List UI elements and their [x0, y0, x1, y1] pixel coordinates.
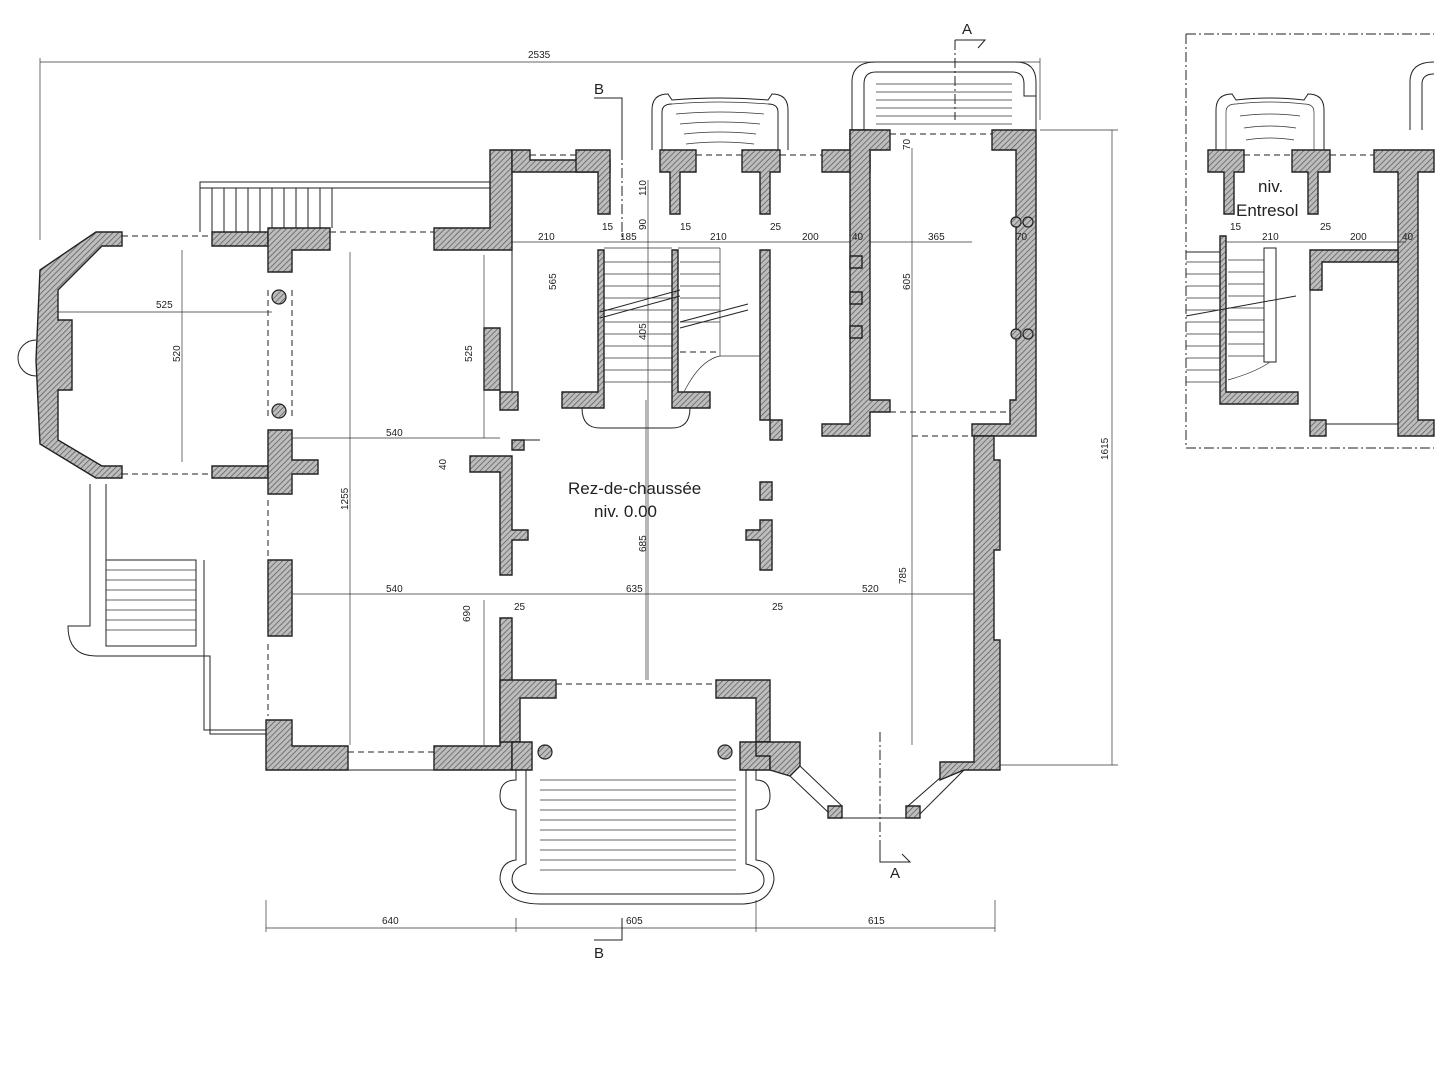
dim-overall-width: 2535	[528, 50, 551, 61]
dim-row-15a: 15	[602, 222, 614, 233]
dim-bottom-left: 640	[382, 916, 399, 927]
dim-ent-25: 25	[1320, 222, 1332, 233]
dim-top-90: 90	[638, 218, 649, 230]
dim-room-width-upper: 540	[386, 428, 403, 439]
dim-stair-405: 405	[638, 323, 649, 340]
dim-right-605: 605	[902, 273, 913, 290]
main-floor-title: Rez-de-chaussée	[568, 479, 701, 498]
section-b-bottom: B	[594, 945, 604, 962]
octagonal-room	[17, 231, 272, 479]
dim-ent-40: 40	[1402, 232, 1414, 243]
dim-hall-width: 635	[626, 584, 643, 595]
section-b-top: B	[594, 81, 604, 98]
main-floor-level: niv. 0.00	[594, 502, 657, 521]
dim-ent-15: 15	[1230, 222, 1242, 233]
section-a-top: A	[962, 21, 972, 38]
dim-row-210a: 210	[538, 232, 555, 243]
entresol-level: niv.	[1258, 177, 1283, 196]
dim-bottom-mid: 605	[626, 916, 643, 927]
dim-row-210b: 210	[710, 232, 727, 243]
dim-gap-25-a: 25	[514, 602, 526, 613]
entresol-title: Entresol	[1236, 201, 1298, 220]
dim-room-height: 1255	[340, 487, 351, 510]
dim-row-15b: 15	[680, 222, 692, 233]
dim-row-185: 185	[620, 232, 637, 243]
dim-row-200: 200	[802, 232, 819, 243]
dim-row-365: 365	[928, 232, 945, 243]
dim-bottom-right: 615	[868, 916, 885, 927]
dim-top-110: 110	[638, 180, 649, 196]
entresol-stair-treads	[1185, 259, 1297, 381]
dim-ent-210: 210	[1262, 232, 1279, 243]
dim-oct-height: 520	[172, 345, 183, 362]
dim-oct-width: 525	[156, 300, 173, 311]
stair-treads	[599, 248, 760, 393]
dim-right-wing-height: 785	[898, 567, 909, 584]
dim-room-width-lower: 540	[386, 584, 403, 595]
dim-right-top-70: 70	[902, 138, 913, 150]
dim-row-70: 70	[1016, 232, 1028, 243]
portico-stair-treads	[540, 779, 736, 871]
dim-room-left-height: 525	[464, 345, 475, 362]
dim-row-40: 40	[852, 232, 864, 243]
dimension-labels: 2535 1615 640 605 615 525 520 525 540 54…	[156, 50, 1414, 927]
dim-overall-height: 1615	[1100, 437, 1111, 460]
main-hall-and-stairs	[499, 93, 972, 905]
dim-hall-height: 685	[638, 535, 649, 552]
entresol-inset	[1185, 33, 1435, 449]
section-a-bottom: A	[890, 865, 900, 882]
dim-ent-200: 200	[1350, 232, 1367, 243]
dim-stair-565: 565	[548, 273, 559, 290]
plan-titles: Rez-de-chaussée niv. 0.00 niv. Entresol …	[568, 21, 1298, 962]
left-exterior-stair	[67, 484, 266, 735]
dim-gap-25-b: 25	[772, 602, 784, 613]
right-wing	[755, 61, 1037, 819]
section-markers	[594, 39, 987, 941]
dim-gap-40: 40	[438, 458, 449, 470]
dim-right-wing-width: 520	[862, 584, 879, 595]
central-left-rooms	[199, 149, 975, 771]
dim-row-25: 25	[770, 222, 782, 233]
dim-room-low-height: 690	[462, 605, 473, 622]
